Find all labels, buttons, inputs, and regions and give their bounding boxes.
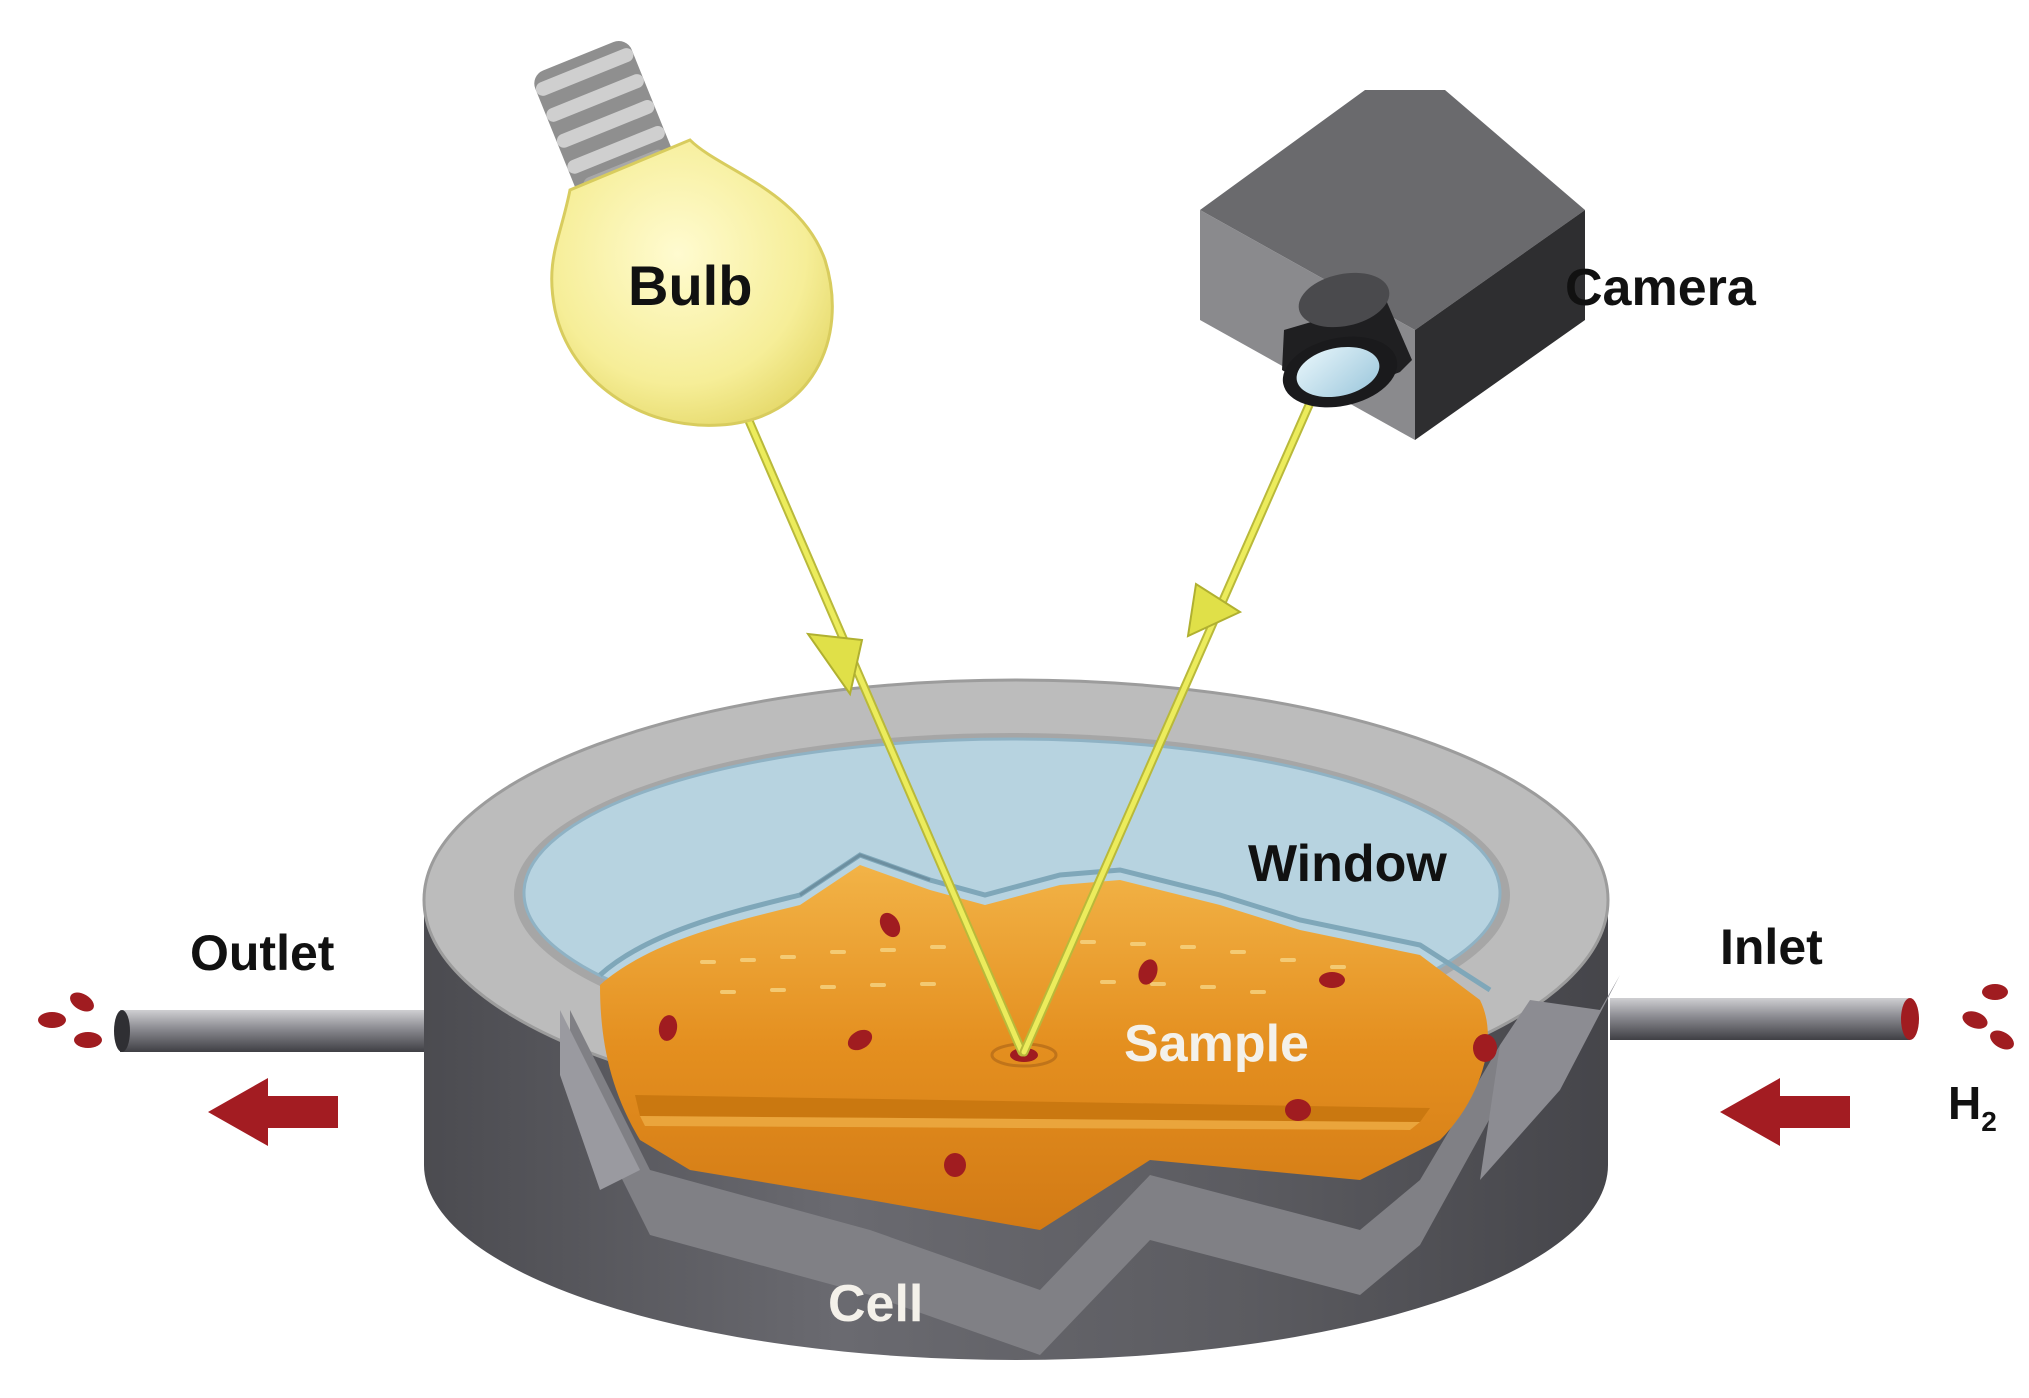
outlet-pipe: [114, 1010, 440, 1052]
inlet-flow-arrow: [1720, 1078, 1850, 1146]
cell-label: Cell: [828, 1275, 924, 1333]
cell-cutaway: [560, 852, 1620, 1355]
hydrogen-symbol: H: [1948, 1077, 1982, 1129]
bulb-icon: [534, 40, 834, 427]
reflected-arrowhead: [1186, 582, 1243, 638]
inlet-pipe: [1610, 998, 1919, 1040]
bulb-label: Bulb: [628, 254, 753, 317]
inlet-gas-particles: [1962, 984, 2014, 1050]
incident-arrowhead: [805, 632, 864, 697]
outlet-flow-arrow: [208, 1078, 338, 1146]
hydrogen-subscript: 2: [1981, 1106, 1997, 1137]
outlet-label: Outlet: [190, 925, 335, 981]
camera-icon: [1200, 90, 1585, 440]
outlet-gas-particles: [38, 992, 102, 1048]
inlet-label: Inlet: [1720, 919, 1823, 975]
camera-label: Camera: [1565, 259, 1756, 317]
sample-label: Sample: [1124, 1015, 1309, 1073]
hydrogen-label: H2: [1948, 1080, 1997, 1136]
window-label: Window: [1248, 835, 1447, 893]
light-rays: [735, 357, 1333, 1057]
